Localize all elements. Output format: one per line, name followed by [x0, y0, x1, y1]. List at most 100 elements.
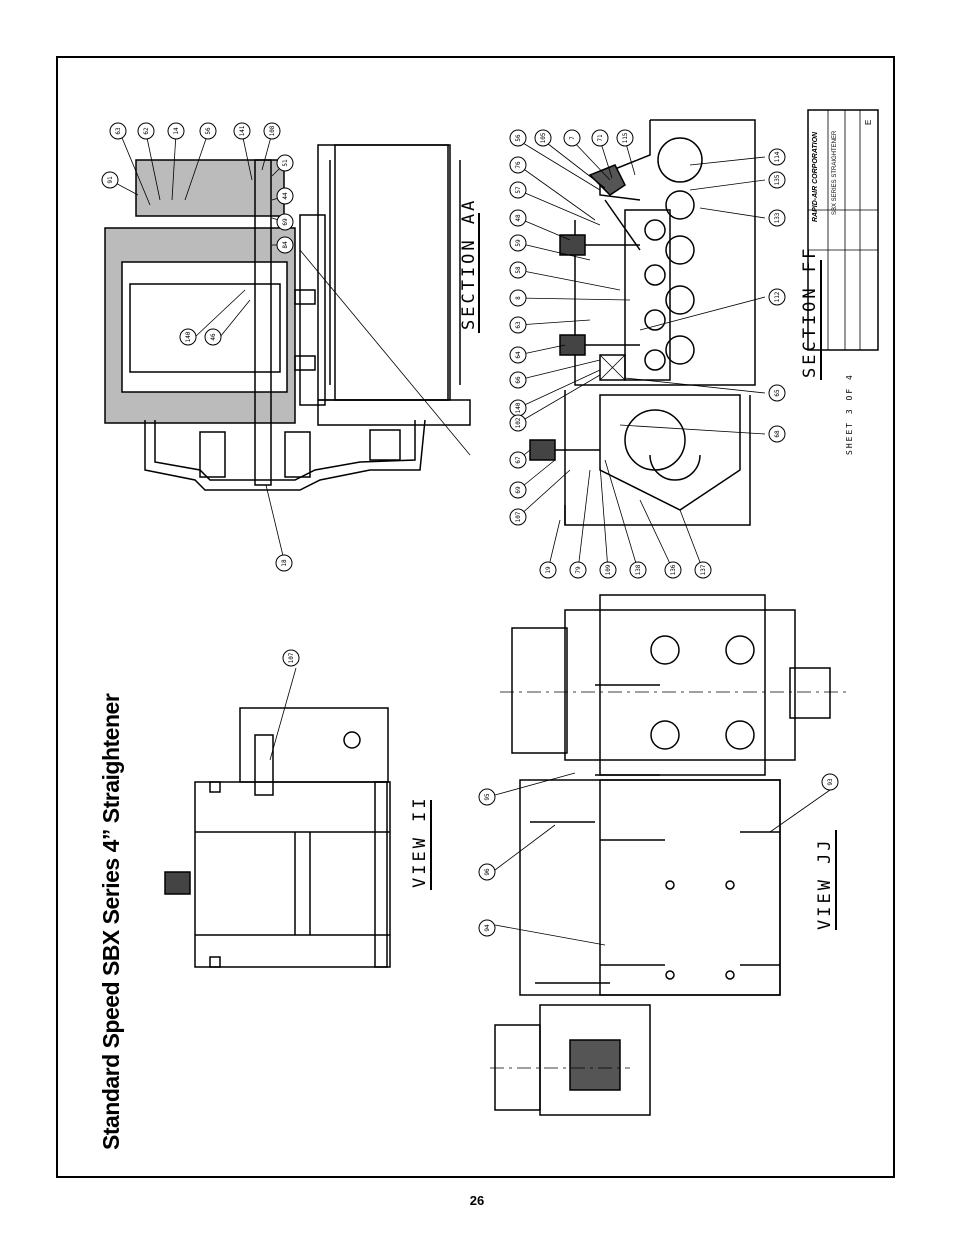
- callout-balloon: 51: [276, 154, 294, 172]
- callout-balloon: 63: [509, 316, 527, 334]
- callout-number: 109: [605, 564, 612, 575]
- callout-number: 64: [515, 351, 522, 359]
- callout-number: 69: [282, 218, 289, 226]
- section-ff-drawing: [517, 119, 766, 571]
- callout-balloon: 102: [509, 414, 527, 432]
- page-number: 26: [469, 1193, 485, 1208]
- callout-number: 107: [288, 652, 295, 663]
- callout-balloon: 107: [509, 508, 527, 526]
- callout-balloon: 56: [509, 129, 527, 147]
- callout-balloon: 94: [478, 919, 496, 937]
- callout-number: 91: [107, 176, 114, 184]
- callout-number: 79: [575, 566, 582, 574]
- callout-number: 94: [484, 924, 491, 932]
- underline-view-jj: [835, 830, 837, 930]
- callout-number: 56: [515, 134, 522, 142]
- callout-number: 140: [515, 402, 522, 413]
- callout-number: 66: [515, 376, 522, 384]
- callout-balloon: 76: [509, 156, 527, 174]
- callout-number: 105: [540, 132, 547, 143]
- callout-number: 46: [210, 333, 217, 341]
- callout-balloon: 114: [768, 148, 786, 166]
- callout-balloon: 58: [509, 261, 527, 279]
- title-block: [807, 109, 879, 351]
- callout-balloon: 14: [167, 122, 185, 140]
- callout-balloon: 96: [478, 863, 496, 881]
- callout-number: 59: [515, 239, 522, 247]
- callout-balloon: 138: [629, 561, 647, 579]
- callout-number: 138: [635, 564, 642, 575]
- callout-balloon: 69: [509, 481, 527, 499]
- callout-number: 108: [269, 125, 276, 136]
- callout-balloon: 68: [768, 425, 786, 443]
- callout-balloon: 109: [599, 561, 617, 579]
- underline-section-aa: [478, 213, 480, 333]
- callout-balloon: 59: [509, 234, 527, 252]
- callout-balloon: 140: [179, 328, 197, 346]
- callout-balloon: 91: [101, 171, 119, 189]
- callout-balloon: 136: [664, 561, 682, 579]
- callout-number: 67: [515, 456, 522, 464]
- callout-balloon: 93: [821, 773, 839, 791]
- callout-number: 107: [515, 511, 522, 522]
- title-block-company: RAPID-AIR CORPORATION: [812, 131, 819, 222]
- underline-section-ff: [820, 260, 822, 380]
- callout-number: 48: [515, 214, 522, 222]
- title-block-size: E: [864, 119, 873, 125]
- callout-number: 69: [515, 486, 522, 494]
- callout-number: 115: [622, 132, 629, 143]
- label-sheet: SHEET 3 OF 4: [845, 373, 854, 455]
- callout-balloon: 64: [509, 346, 527, 364]
- callout-balloon: 46: [204, 328, 222, 346]
- callout-balloon: 115: [616, 129, 634, 147]
- callout-number: 19: [545, 566, 552, 574]
- callout-balloon: 8: [509, 289, 527, 307]
- callout-balloon: 95: [478, 788, 496, 806]
- callout-number: 65: [774, 389, 781, 397]
- callout-number: 102: [515, 417, 522, 428]
- label-section-aa: SECTION AA: [459, 197, 479, 330]
- callout-balloon: 57: [509, 181, 527, 199]
- callout-balloon: 141: [233, 122, 251, 140]
- callout-balloon: 108: [263, 122, 281, 140]
- callout-balloon: 133: [768, 209, 786, 227]
- callout-number: 57: [515, 186, 522, 194]
- callout-balloon: 84: [276, 236, 294, 254]
- callout-balloon: 107: [282, 649, 300, 667]
- callout-number: 71: [597, 134, 604, 142]
- callout-number: 58: [515, 266, 522, 274]
- page-title: Standard Speed SBX Series 4” Straightene…: [98, 693, 124, 1150]
- callout-balloon: 18: [275, 554, 293, 572]
- callout-number: 18: [281, 559, 288, 567]
- callout-balloon: 71: [591, 129, 609, 147]
- callout-number: 63: [115, 127, 122, 135]
- label-view-ii: VIEW II: [410, 795, 430, 888]
- callout-balloon: 69: [276, 213, 294, 231]
- callout-balloon: 135: [768, 171, 786, 189]
- view-jj-drawing: [490, 594, 850, 1116]
- callout-balloon: 66: [509, 371, 527, 389]
- label-section-ff: SECTION FF: [800, 245, 820, 378]
- callout-balloon: 63: [109, 122, 127, 140]
- section-aa-drawing: [104, 132, 471, 561]
- callout-balloon: 44: [276, 187, 294, 205]
- callout-balloon: 112: [768, 288, 786, 306]
- callout-number: 68: [774, 430, 781, 438]
- view-ii-drawing: [164, 667, 391, 968]
- callout-balloon: 137: [694, 561, 712, 579]
- callout-balloon: 62: [137, 122, 155, 140]
- callout-number: 56: [205, 127, 212, 135]
- page-border: [56, 56, 895, 1178]
- callout-number: 136: [670, 564, 677, 575]
- callout-number: 14: [173, 127, 180, 135]
- callout-number: 93: [827, 778, 834, 786]
- callout-number: 112: [774, 291, 781, 302]
- callout-number: 44: [282, 192, 289, 200]
- callout-balloon: 140: [509, 399, 527, 417]
- callout-number: 84: [282, 241, 289, 249]
- callout-number: 63: [515, 321, 522, 329]
- callout-number: 51: [282, 159, 289, 167]
- callout-number: 76: [515, 161, 522, 169]
